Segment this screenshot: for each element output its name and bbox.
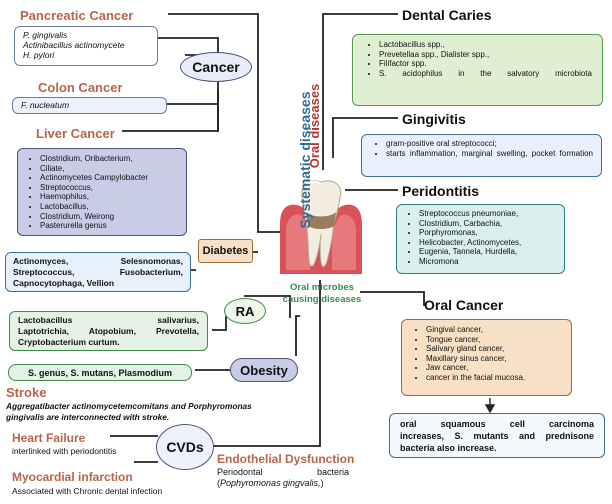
heart-failure-text: interlinked with periodontitis — [12, 446, 117, 456]
pancreatic-item: P. gingivalis — [23, 30, 68, 40]
diabetes-box: Actinomyces, Selesnomonas, Streptococcus… — [5, 252, 191, 292]
oral-cancer-box: Gingival cancer, Tongue cancer, Salivary… — [401, 319, 572, 396]
cvds-hub: CVDs — [156, 424, 214, 470]
tooth-illustration — [280, 180, 362, 274]
connector-oral-cancer — [360, 291, 425, 306]
colon-cancer-title: Colon Cancer — [38, 80, 123, 95]
periodontitis-item: Eugenia, Tannela, Hurdella, — [419, 247, 558, 257]
connector-systematic — [168, 13, 292, 233]
endothelial-species: Pophyromonas gingvalis, — [220, 478, 321, 488]
liver-item: Ciliate, — [40, 164, 180, 174]
ra-line: Lactobacillus salivarius, — [18, 315, 199, 325]
stroke-text: Aggregatibacter actinomycetemcomitans an… — [6, 401, 252, 423]
liver-item: Clostridium, Weirong — [40, 212, 180, 222]
liver-item: Haemophilus, — [40, 192, 180, 202]
dental-caries-item: S. acidophilus in the salvatory microbio… — [379, 69, 592, 79]
paren-close: ) — [320, 478, 324, 488]
pancreatic-item: H. pylori — [23, 50, 55, 60]
periodontitis-item: Helicobacter, Actinomycetes, — [419, 238, 558, 248]
oral-cancer-title: Oral Cancer — [424, 297, 504, 313]
connector-ra-stem — [244, 295, 291, 318]
dental-caries-title: Dental Caries — [402, 7, 492, 23]
diabetes-label: Diabetes — [198, 239, 253, 263]
stroke-line: Aggregatibacter actinomycetemcomitans an… — [6, 401, 252, 411]
ra-box: Lactobacillus salivarius, Laptotrichia, … — [9, 311, 208, 351]
connector-colon-cancer — [166, 80, 219, 105]
arrow-head — [484, 404, 496, 414]
myocardial-infarction-title: Myocardial infarction — [12, 470, 133, 484]
gingivitis-box: gram-positive oral streptococci; starts … — [361, 134, 602, 177]
liver-item: Streptococcus, — [40, 183, 180, 193]
connector-cvds — [210, 280, 321, 447]
cancer-hub: Cancer — [180, 52, 252, 82]
periodontitis-item: Micromona — [419, 257, 558, 267]
connector-dental-caries — [322, 13, 398, 170]
oral-cancer-item: Gingival cancer, — [426, 325, 565, 335]
stroke-line: gingivalis are interconnected with strok… — [6, 412, 170, 422]
liver-item: Actinomycetes Campylobacter — [40, 173, 180, 183]
endothelial-line-2: (Pophyromonas gingvalis,) — [217, 478, 349, 489]
liver-item: Lactobacillus, — [40, 202, 180, 212]
obesity-box: S. genus, S. mutans, Plasmodium — [8, 364, 192, 381]
ra-line: Cryptobacterium curtum. — [18, 337, 120, 347]
endothelial-line-1: Periodontal bacteria — [217, 467, 349, 477]
oral-cancer-note-box: oral squamous cell carcinoma increases, … — [389, 413, 605, 458]
dental-caries-item: Prevetellaa spp., Dialister spp., — [379, 50, 592, 60]
gingivitis-title: Gingivitis — [402, 111, 466, 127]
pancreatic-cancer-box: P. gingivalis Actinibacillus actinomycet… — [14, 26, 158, 66]
heart-failure-title: Heart Failure — [12, 431, 86, 445]
colon-cancer-box: F. nucleatum — [12, 97, 167, 114]
liver-cancer-title: Liver Cancer — [36, 126, 115, 141]
liver-cancer-box: Clostridium, Oribacterium, Ciliate, Acti… — [17, 148, 187, 236]
connector-obesity-stem — [295, 315, 300, 356]
pancreatic-cancer-title: Pancreatic Cancer — [20, 8, 134, 23]
oral-cancer-item: Tongue cancer, — [426, 335, 565, 345]
paren-open: ( — [217, 478, 220, 488]
obesity-hub: Obesity — [230, 358, 298, 382]
oral-cancer-item: cancer in the facial mucosa. — [426, 373, 565, 383]
dental-caries-box: Lactobacillus spp., Prevetellaa spp., Di… — [352, 34, 603, 106]
oral-cancer-item: Salivary gland cancer, — [426, 344, 565, 354]
diabetes-line: Streptococcus, Fusobacterium, — [13, 267, 183, 277]
oral-cancer-item: Maxillary sinus cancer, — [426, 354, 565, 364]
oral-cancer-note-line: increases, S. mutants and prednisone — [400, 431, 594, 441]
liver-item: Clostridium, Oribacterium, — [40, 154, 180, 164]
periodontitis-box: Streptococcus pneumoniae, Clostridium, C… — [396, 204, 565, 274]
periodontitis-item: Streptococcus pneumoniae, — [419, 209, 558, 219]
diabetes-line: Actinomyces, Selesnomonas, — [13, 256, 183, 266]
connector-ra — [212, 316, 227, 331]
myocardial-infarction-text: Associated with Chronic dental infection — [12, 486, 163, 496]
ra-line: Laptotrichia, Atopobium, Prevotella, — [18, 326, 199, 336]
oral-cancer-note-line: oral squamous cell carcinoma — [400, 419, 594, 429]
periodontitis-item: Clostridium, Carbachia, — [419, 219, 558, 229]
dental-caries-item: Filifactor spp. — [379, 59, 592, 69]
periodontitis-title: Peridontitis — [402, 183, 480, 199]
ra-hub: RA — [224, 298, 266, 324]
dental-caries-item: Lactobacillus spp., — [379, 40, 592, 50]
periodontitis-item: Porphyromonas, — [419, 228, 558, 238]
colon-item: F. nucleatum — [21, 100, 70, 110]
oral-cancer-item: Jaw cancer, — [426, 363, 565, 373]
liver-item: Pasterurella genus — [40, 221, 180, 231]
oral-microbes-label: Oral microbes causing diseases — [282, 282, 362, 305]
pancreatic-item: Actinibacillus actinomycete — [23, 40, 125, 50]
endothelial-dysfunction-text: Periodontal bacteria (Pophyromonas gingv… — [217, 467, 349, 489]
gingivitis-item: starts inflammation, marginal swelling, … — [386, 149, 593, 159]
gingivitis-item: gram-positive oral streptococci; — [386, 139, 593, 149]
connector-gingivitis — [332, 117, 398, 158]
endothelial-dysfunction-title: Endothelial Dysfunction — [217, 452, 355, 466]
oral-diseases-label: Oral diseases — [307, 83, 322, 169]
stroke-title: Stroke — [6, 385, 47, 400]
diabetes-line: Capnocytophaga, Vellion — [13, 278, 115, 288]
oral-cancer-note-line: bacteria also increase. — [400, 443, 497, 453]
